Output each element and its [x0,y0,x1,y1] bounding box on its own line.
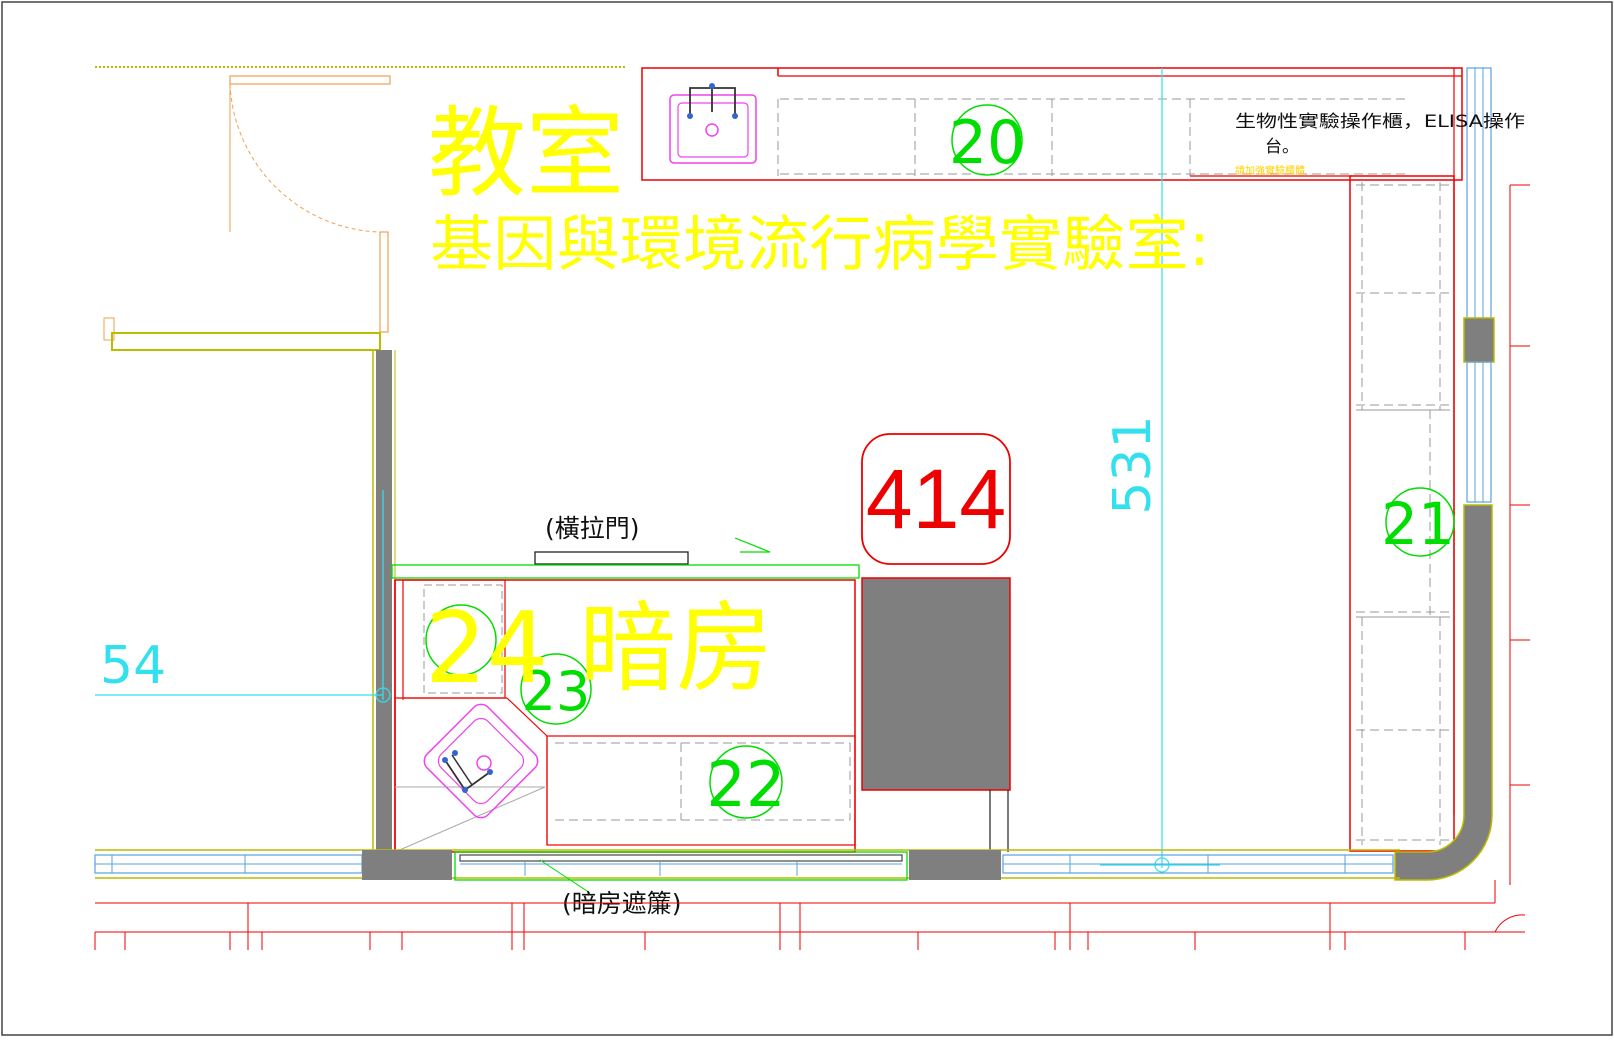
darkroom-sink-icon [423,703,539,819]
bottom-wall [94,849,1400,881]
dimension-vertical-label: 531 [1103,415,1163,514]
cabinet-note-line1: 生物性實驗操作櫃，ELISA操作 [1235,112,1525,132]
grey-column-block [861,577,1011,791]
left-ledge [111,332,381,351]
item-22-circle [709,745,783,819]
sink-icon [669,83,757,164]
dimension-marker-left [375,687,391,703]
right-wall [1394,67,1530,885]
curtain-leader-line [539,859,591,894]
classroom-label: 教室 [428,97,624,211]
item-20-circle [951,104,1023,176]
darkroom-curtain-hatch [459,854,903,862]
lab-name-label: 基因與環境流行病學實驗室: [430,210,1210,280]
top-cabinet-run [641,67,1463,181]
item-21-circle [1385,487,1455,557]
right-cabinet-run [1349,68,1455,852]
item-23-label: 23 [522,660,591,723]
dimension-horizontal-label: 54 [100,636,166,696]
sliding-door-arrow [734,537,771,553]
darkroom-label: 24 暗房 [425,592,773,706]
item-23-ring-small [425,604,497,676]
left-wall [376,350,392,850]
sliding-door-panel [534,551,689,565]
room-number-box [861,433,1011,565]
cabinet-note-line2: 台。 [1265,137,1299,157]
item-23-circle [520,653,592,725]
door-swing-icon [103,75,391,341]
cabinet-note-small: 請加強實驗櫃體 [1235,164,1305,177]
item-22-label: 22 [707,748,786,821]
room-number-label: 414 [866,452,1006,546]
item-20-label: 20 [949,108,1025,178]
exterior-grid-lines [94,880,1526,950]
item-21-label: 21 [1381,490,1455,558]
sliding-door-label: (橫拉門) [545,514,640,543]
